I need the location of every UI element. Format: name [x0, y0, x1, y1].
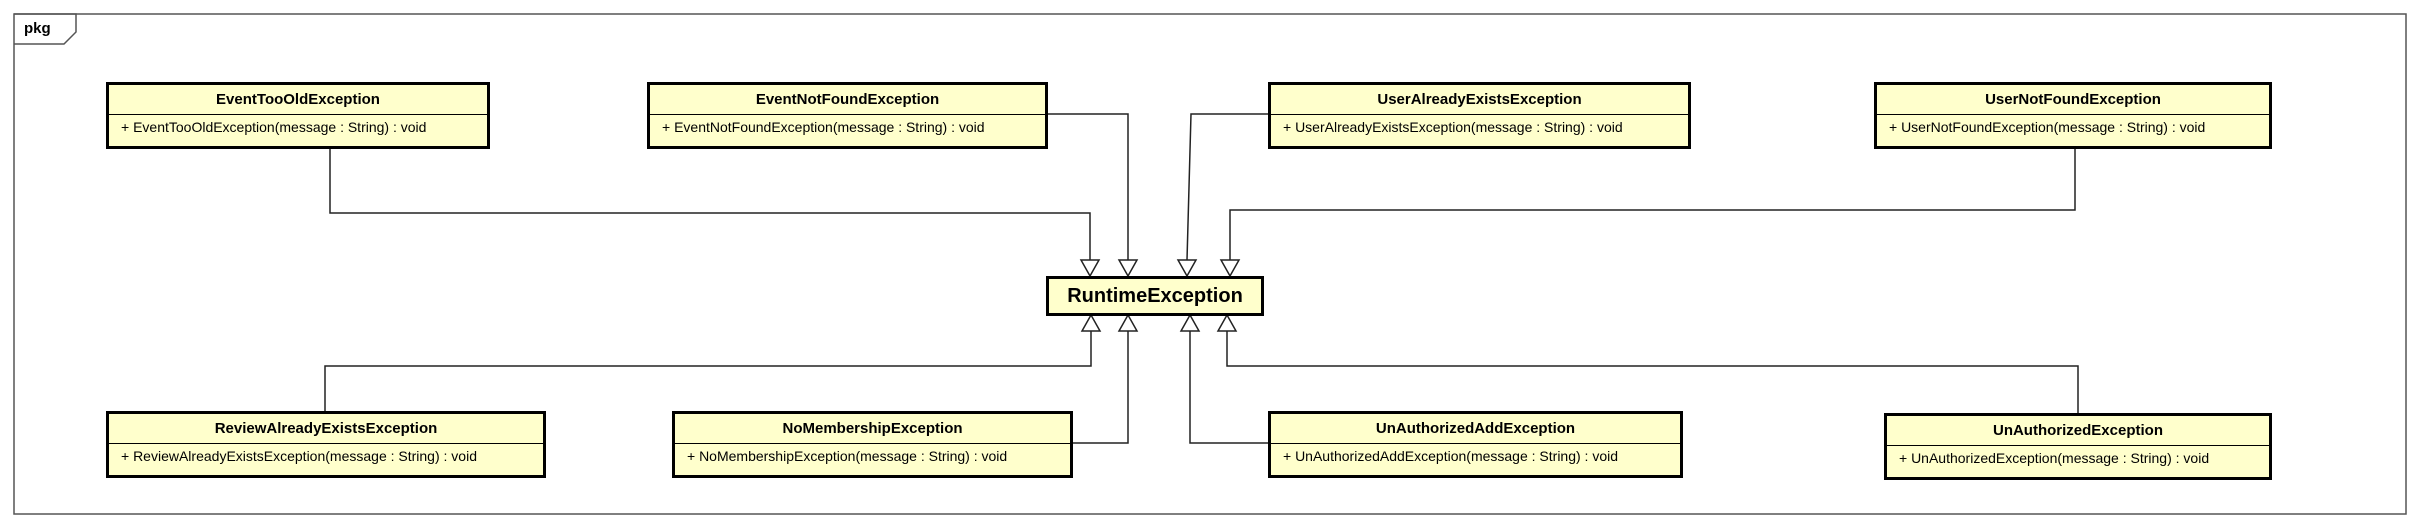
class-operation: + EventNotFoundException(message : Strin… — [662, 119, 985, 135]
compartment-divider — [650, 114, 1045, 115]
class-nomembershipexception[interactable]: NoMembershipException + NoMembershipExce… — [672, 411, 1073, 478]
package-label: pkg — [24, 20, 51, 37]
arrowhead-nomembership — [1117, 313, 1139, 332]
edge-eventnotfound-to-runtime — [1048, 113, 1129, 260]
class-name: UnAuthorizedAddException — [1375, 420, 1576, 437]
arrowhead-usernotfound — [1219, 259, 1241, 278]
class-name: UnAuthorizedException — [1992, 422, 2163, 439]
class-name: UserNotFoundException — [1985, 91, 2161, 108]
arrowhead-reviewalreadyexists — [1080, 313, 1102, 332]
class-name: EventTooOldException — [216, 91, 380, 108]
class-runtimeexception[interactable]: RuntimeException — [1046, 276, 1264, 316]
class-name: NoMembershipException — [782, 420, 963, 437]
class-name: UserAlreadyExistsException — [1377, 91, 1582, 108]
class-reviewalreadyexistsexception[interactable]: ReviewAlreadyExistsException + ReviewAlr… — [106, 411, 546, 478]
arrowhead-eventnotfound — [1117, 259, 1139, 278]
arrowhead-eventtooold — [1079, 259, 1101, 278]
class-operation: + EventTooOldException(message : String)… — [121, 119, 427, 135]
class-operation: + ReviewAlreadyExistsException(message :… — [121, 448, 477, 464]
edge-nomembership-to-runtime — [1073, 331, 1129, 444]
class-usernotfoundexception[interactable]: UserNotFoundException + UserNotFoundExce… — [1874, 82, 2272, 149]
class-unauthorizedaddexception[interactable]: UnAuthorizedAddException + UnAuthorizedA… — [1268, 411, 1683, 478]
arrowhead-useralreadyexists — [1176, 259, 1198, 278]
arrowhead-unauthorizedadd — [1179, 313, 1201, 332]
package-frame — [13, 13, 2407, 515]
class-eventnotfoundexception[interactable]: EventNotFoundException + EventNotFoundEx… — [647, 82, 1048, 149]
edge-unauthorized-to-runtime — [1226, 331, 2079, 413]
class-useralreadyexistsexception[interactable]: UserAlreadyExistsException + UserAlready… — [1268, 82, 1691, 149]
class-name: EventNotFoundException — [755, 91, 940, 108]
edge-unauthorizedadd-to-runtime — [1189, 331, 1268, 444]
compartment-divider — [109, 114, 487, 115]
class-operation: + NoMembershipException(message : String… — [687, 448, 1008, 464]
compartment-divider — [675, 443, 1070, 444]
edge-usernotfound-to-runtime — [1229, 149, 2076, 260]
class-operation: + UserNotFoundException(message : String… — [1889, 119, 2206, 135]
class-operation: + UserAlreadyExistsException(message : S… — [1283, 119, 1623, 135]
compartment-divider — [1877, 114, 2269, 115]
class-unauthorizedexception[interactable]: UnAuthorizedException + UnAuthorizedExce… — [1884, 413, 2272, 480]
class-operation: + UnAuthorizedException(message : String… — [1899, 450, 2210, 466]
compartment-divider — [1887, 445, 2269, 446]
class-name: RuntimeException — [1067, 285, 1243, 307]
edge-eventtooold-to-runtime — [329, 149, 1091, 260]
package-tab — [14, 13, 77, 45]
edge-useralreadyexists-to-runtime — [1186, 113, 1268, 261]
compartment-divider — [1271, 114, 1688, 115]
edge-reviewalreadyexists-to-runtime — [324, 331, 1092, 411]
class-operation: + UnAuthorizedAddException(message : Str… — [1283, 448, 1619, 464]
class-name: ReviewAlreadyExistsException — [214, 420, 438, 437]
class-eventtoooldexception[interactable]: EventTooOldException + EventTooOldExcept… — [106, 82, 490, 149]
compartment-divider — [1271, 443, 1680, 444]
arrowhead-unauthorized — [1216, 313, 1238, 332]
compartment-divider — [109, 443, 543, 444]
